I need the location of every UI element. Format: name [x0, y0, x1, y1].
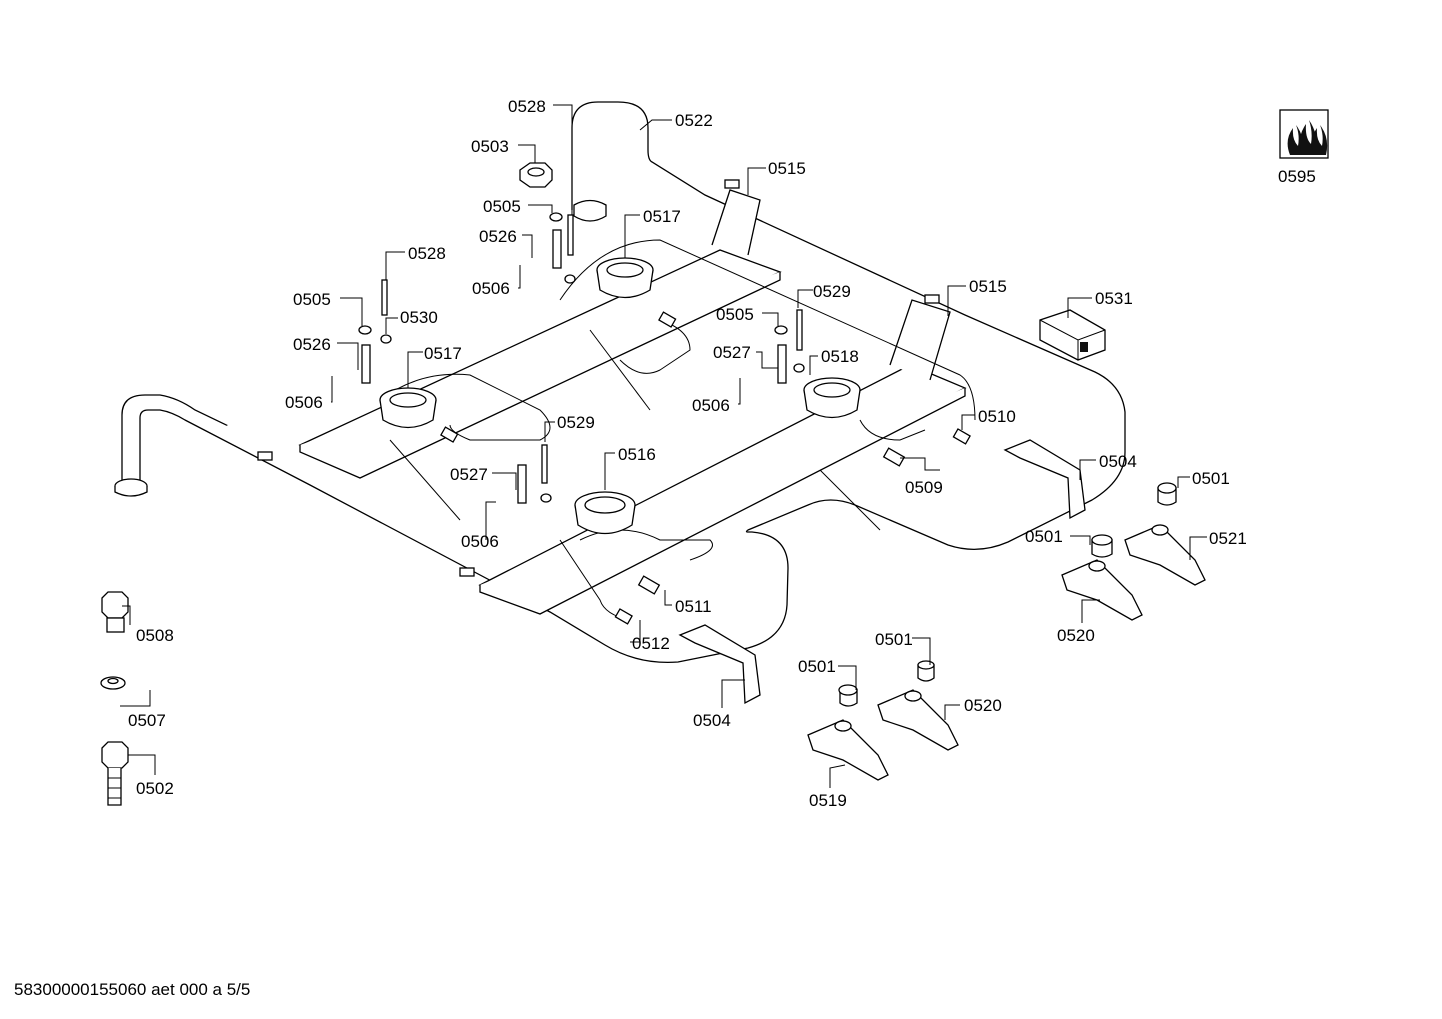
callout-0518: 0518 [821, 347, 859, 366]
callout-0515-top: 0515 [768, 159, 806, 178]
burner-cup-0516 [574, 491, 636, 535]
callout-0520-right: 0520 [1057, 626, 1095, 645]
callout-0506-top: 0506 [472, 279, 510, 298]
callout-0512: 0512 [632, 634, 670, 653]
callout-0530: 0530 [400, 308, 438, 327]
ignition-electrodes [361, 214, 803, 504]
burner-cup-0517-top [596, 257, 654, 299]
callout-0528-left: 0528 [408, 244, 446, 263]
bracket-0504-left [678, 624, 761, 705]
callout-0501-right: 0501 [1192, 469, 1230, 488]
callout-0505-left: 0505 [293, 290, 331, 309]
callout-0529-right: 0529 [813, 282, 851, 301]
callout-0526-top: 0526 [479, 227, 517, 246]
callout-0595: 0595 [1278, 167, 1316, 186]
gas-valve-0520-right [1061, 559, 1143, 621]
callout-0506-mid: 0506 [692, 396, 730, 415]
callout-0508: 0508 [136, 626, 174, 645]
callout-0504-left: 0504 [693, 711, 731, 730]
nut-0503 [519, 162, 553, 188]
gas-supply-pipe [114, 101, 1126, 664]
leader-lines [120, 104, 1207, 788]
callout-0531: 0531 [1095, 289, 1133, 308]
callout-0502: 0502 [136, 779, 174, 798]
injector-fittings [440, 311, 971, 625]
burner-cup-0517-left [379, 387, 437, 429]
document-code: 58300000155060 aet 000 a 5/5 [14, 980, 251, 999]
callout-0522: 0522 [675, 111, 713, 130]
callout-0520-left: 0520 [964, 696, 1002, 715]
callout-0528-top: 0528 [508, 97, 546, 116]
callout-0517-left: 0517 [424, 344, 462, 363]
callout-0510: 0510 [978, 407, 1016, 426]
callout-0501-lower-left: 0501 [798, 657, 836, 676]
bracket-0504-right [1003, 439, 1086, 520]
callout-0526-left: 0526 [293, 335, 331, 354]
callout-0506-front: 0506 [461, 532, 499, 551]
valve-adapter-0501 [838, 482, 1177, 707]
callout-0529-front: 0529 [557, 413, 595, 432]
callout-0527-right: 0527 [713, 343, 751, 362]
washer-0507 [100, 676, 126, 690]
callout-0509: 0509 [905, 478, 943, 497]
burner-cup-0518 [803, 377, 861, 419]
callout-0505-top: 0505 [483, 197, 521, 216]
gas-valve-0521 [1124, 524, 1206, 586]
callout-0511: 0511 [675, 597, 712, 616]
callout-0507: 0507 [128, 711, 166, 730]
callout-0515-right: 0515 [969, 277, 1007, 296]
callout-0504-right: 0504 [1099, 452, 1137, 471]
callout-0503: 0503 [471, 137, 509, 156]
callout-0527-front: 0527 [450, 465, 488, 484]
callout-0501-lower: 0501 [875, 630, 913, 649]
hose-connector-0502 [101, 741, 129, 806]
callout-0521: 0521 [1209, 529, 1247, 548]
callout-0501-mid: 0501 [1025, 527, 1063, 546]
callout-0516: 0516 [618, 445, 656, 464]
callout-0505-mid: 0505 [716, 305, 754, 324]
electrode-washers [358, 212, 805, 503]
gas-valve-0519 [807, 719, 889, 781]
callout-0506-left: 0506 [285, 393, 323, 412]
connector-0508 [101, 591, 129, 633]
callout-0517-top: 0517 [643, 207, 681, 226]
gas-valve-0520-left [877, 689, 959, 751]
callout-0519: 0519 [809, 791, 847, 810]
ignition-module-0531 [1039, 309, 1106, 361]
callout-labels: 0528 0522 0503 0515 0505 0517 0526 0506 … [128, 97, 1316, 810]
gas-type-flame-symbol [1279, 109, 1329, 159]
